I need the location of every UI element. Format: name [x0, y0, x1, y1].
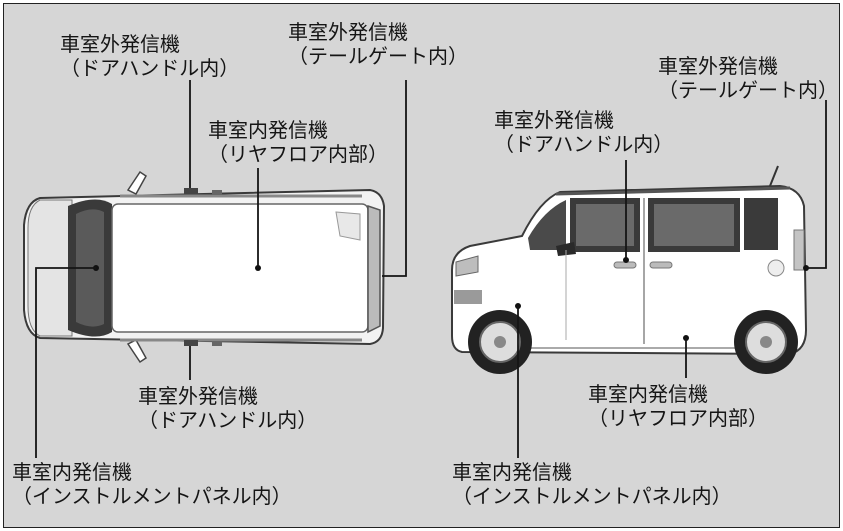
label-side-instrument-panel: 車室内発信機 （インストルメントパネル内）	[452, 460, 732, 508]
label-title: 車室内発信機	[12, 460, 132, 484]
label-location: （テールゲート内）	[288, 44, 468, 68]
mirror-top-right	[126, 339, 147, 364]
windshield-side	[528, 200, 566, 250]
roof	[111, 203, 369, 333]
label-location: （ドアハンドル内）	[138, 408, 318, 432]
label-title: 車室内発信機	[452, 460, 572, 484]
label-title: 車室内発信機	[588, 382, 708, 406]
quarter-window	[744, 198, 778, 250]
label-title: 車室外発信機	[494, 108, 614, 132]
car-top-view	[23, 170, 386, 364]
label-side-tailgate: 車室外発信機 （テールゲート内）	[658, 54, 838, 102]
label-title: 車室外発信機	[138, 384, 258, 408]
label-location: （テールゲート内）	[658, 78, 838, 102]
label-top-rear-floor: 車室内発信機 （リヤフロア内部）	[208, 118, 388, 166]
label-side-door-handle: 車室外発信機 （ドアハンドル内）	[494, 108, 673, 156]
label-title: 車室外発信機	[60, 32, 180, 56]
label-location: （インストルメントパネル内）	[452, 484, 732, 508]
label-title: 車室外発信機	[288, 20, 408, 44]
label-title: 車室外発信機	[658, 54, 778, 78]
label-top-door-handle-bottom: 車室外発信機 （ドアハンドル内）	[138, 384, 317, 432]
label-top-instrument-panel: 車室内発信機 （インストルメントパネル内）	[12, 460, 292, 508]
label-title: 車室内発信機	[208, 118, 328, 142]
label-location: （ドアハンドル内）	[60, 56, 240, 80]
car-side-view	[451, 165, 809, 374]
label-location: （リヤフロア内部）	[208, 142, 388, 166]
label-location: （ドアハンドル内）	[494, 132, 674, 156]
mirror-top-left	[126, 170, 147, 195]
label-location: （リヤフロア内部）	[588, 406, 768, 430]
label-top-tailgate: 車室外発信機 （テールゲート内）	[288, 20, 468, 68]
label-side-rear-floor: 車室内発信機 （リヤフロア内部）	[588, 382, 768, 430]
rear-wheel	[734, 310, 798, 374]
label-location: （インストルメントパネル内）	[12, 484, 292, 508]
front-wheel	[468, 310, 532, 374]
label-top-door-handle: 車室外発信機 （ドアハンドル内）	[60, 32, 239, 80]
leader-lines	[35, 80, 827, 458]
